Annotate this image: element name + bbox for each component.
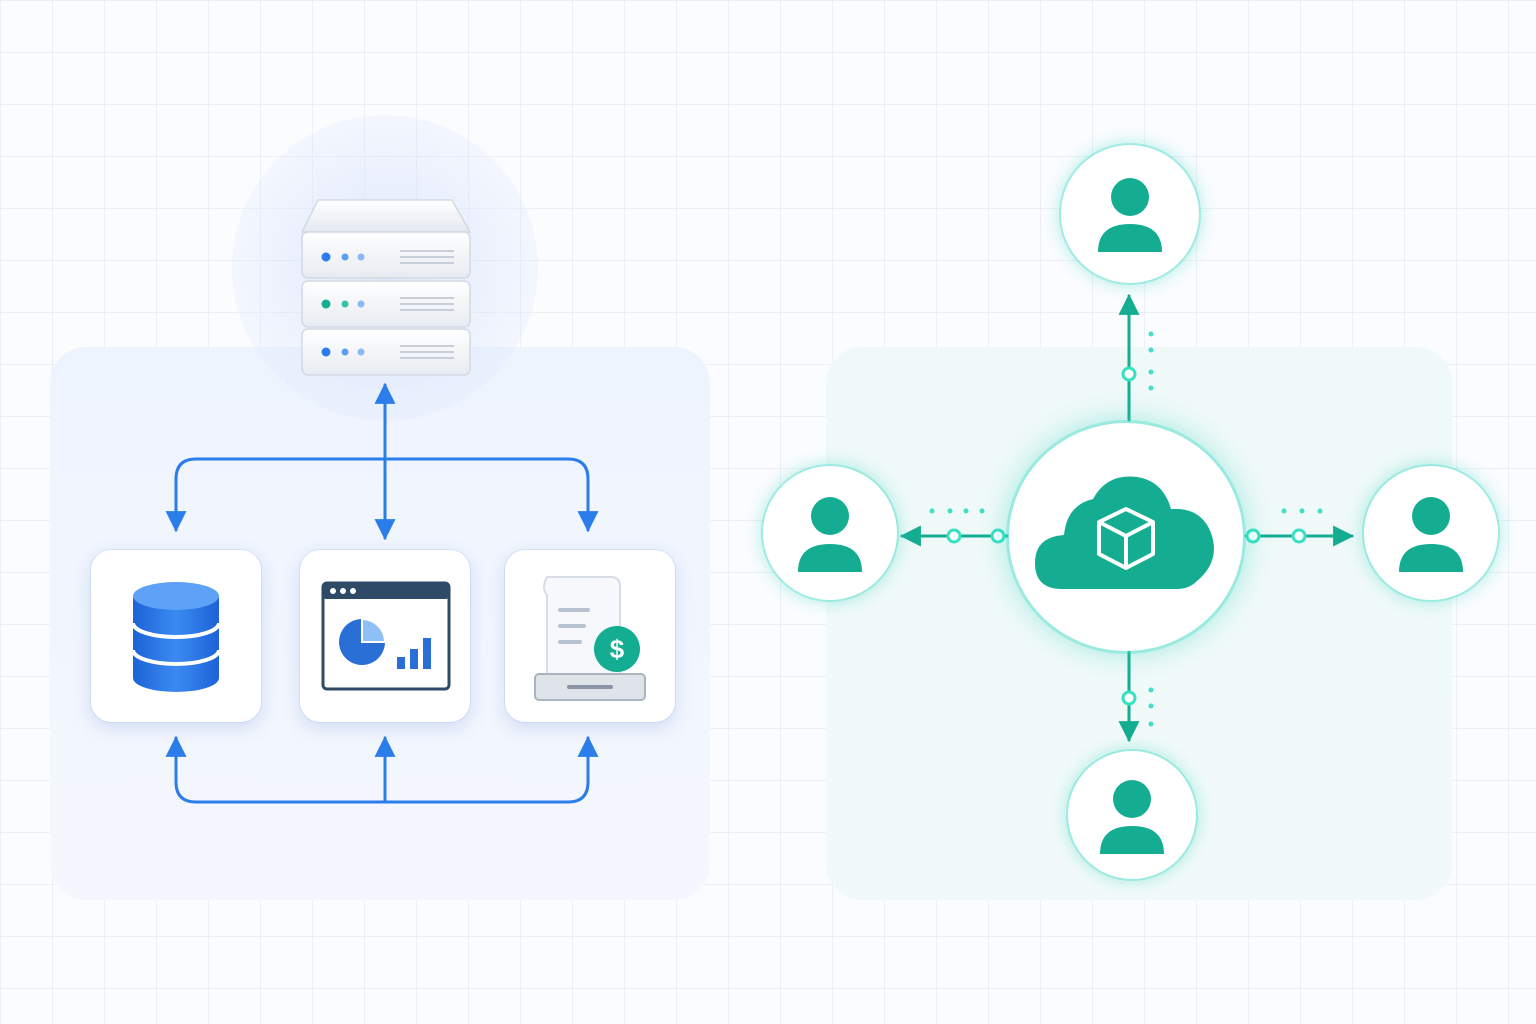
cloud-hub[interactable]: [1009, 423, 1243, 651]
split-to-database-link: [165, 457, 387, 533]
invoice-payment-icon: [534, 576, 646, 701]
user-icon: [1100, 780, 1164, 854]
cloud-package-icon: [1035, 476, 1214, 589]
return-invoice-link: [383, 735, 599, 804]
database-card[interactable]: [91, 550, 261, 722]
split-to-invoice-link: [383, 457, 599, 533]
user-avatar-top[interactable]: [1061, 145, 1199, 283]
user-avatar-left[interactable]: [763, 466, 897, 600]
user-avatar-right[interactable]: [1364, 466, 1498, 600]
invoice-card[interactable]: $: [505, 550, 675, 722]
currency-symbol: $: [609, 634, 625, 664]
user-icon: [1399, 497, 1463, 572]
return-database-link: [165, 735, 387, 804]
user-avatar-bottom[interactable]: [1068, 751, 1196, 879]
dashboard-card[interactable]: [300, 550, 470, 722]
database-icon: [131, 582, 221, 692]
analytics-dashboard-icon: [321, 581, 451, 691]
user-icon: [1098, 178, 1162, 252]
user-icon: [798, 497, 862, 572]
